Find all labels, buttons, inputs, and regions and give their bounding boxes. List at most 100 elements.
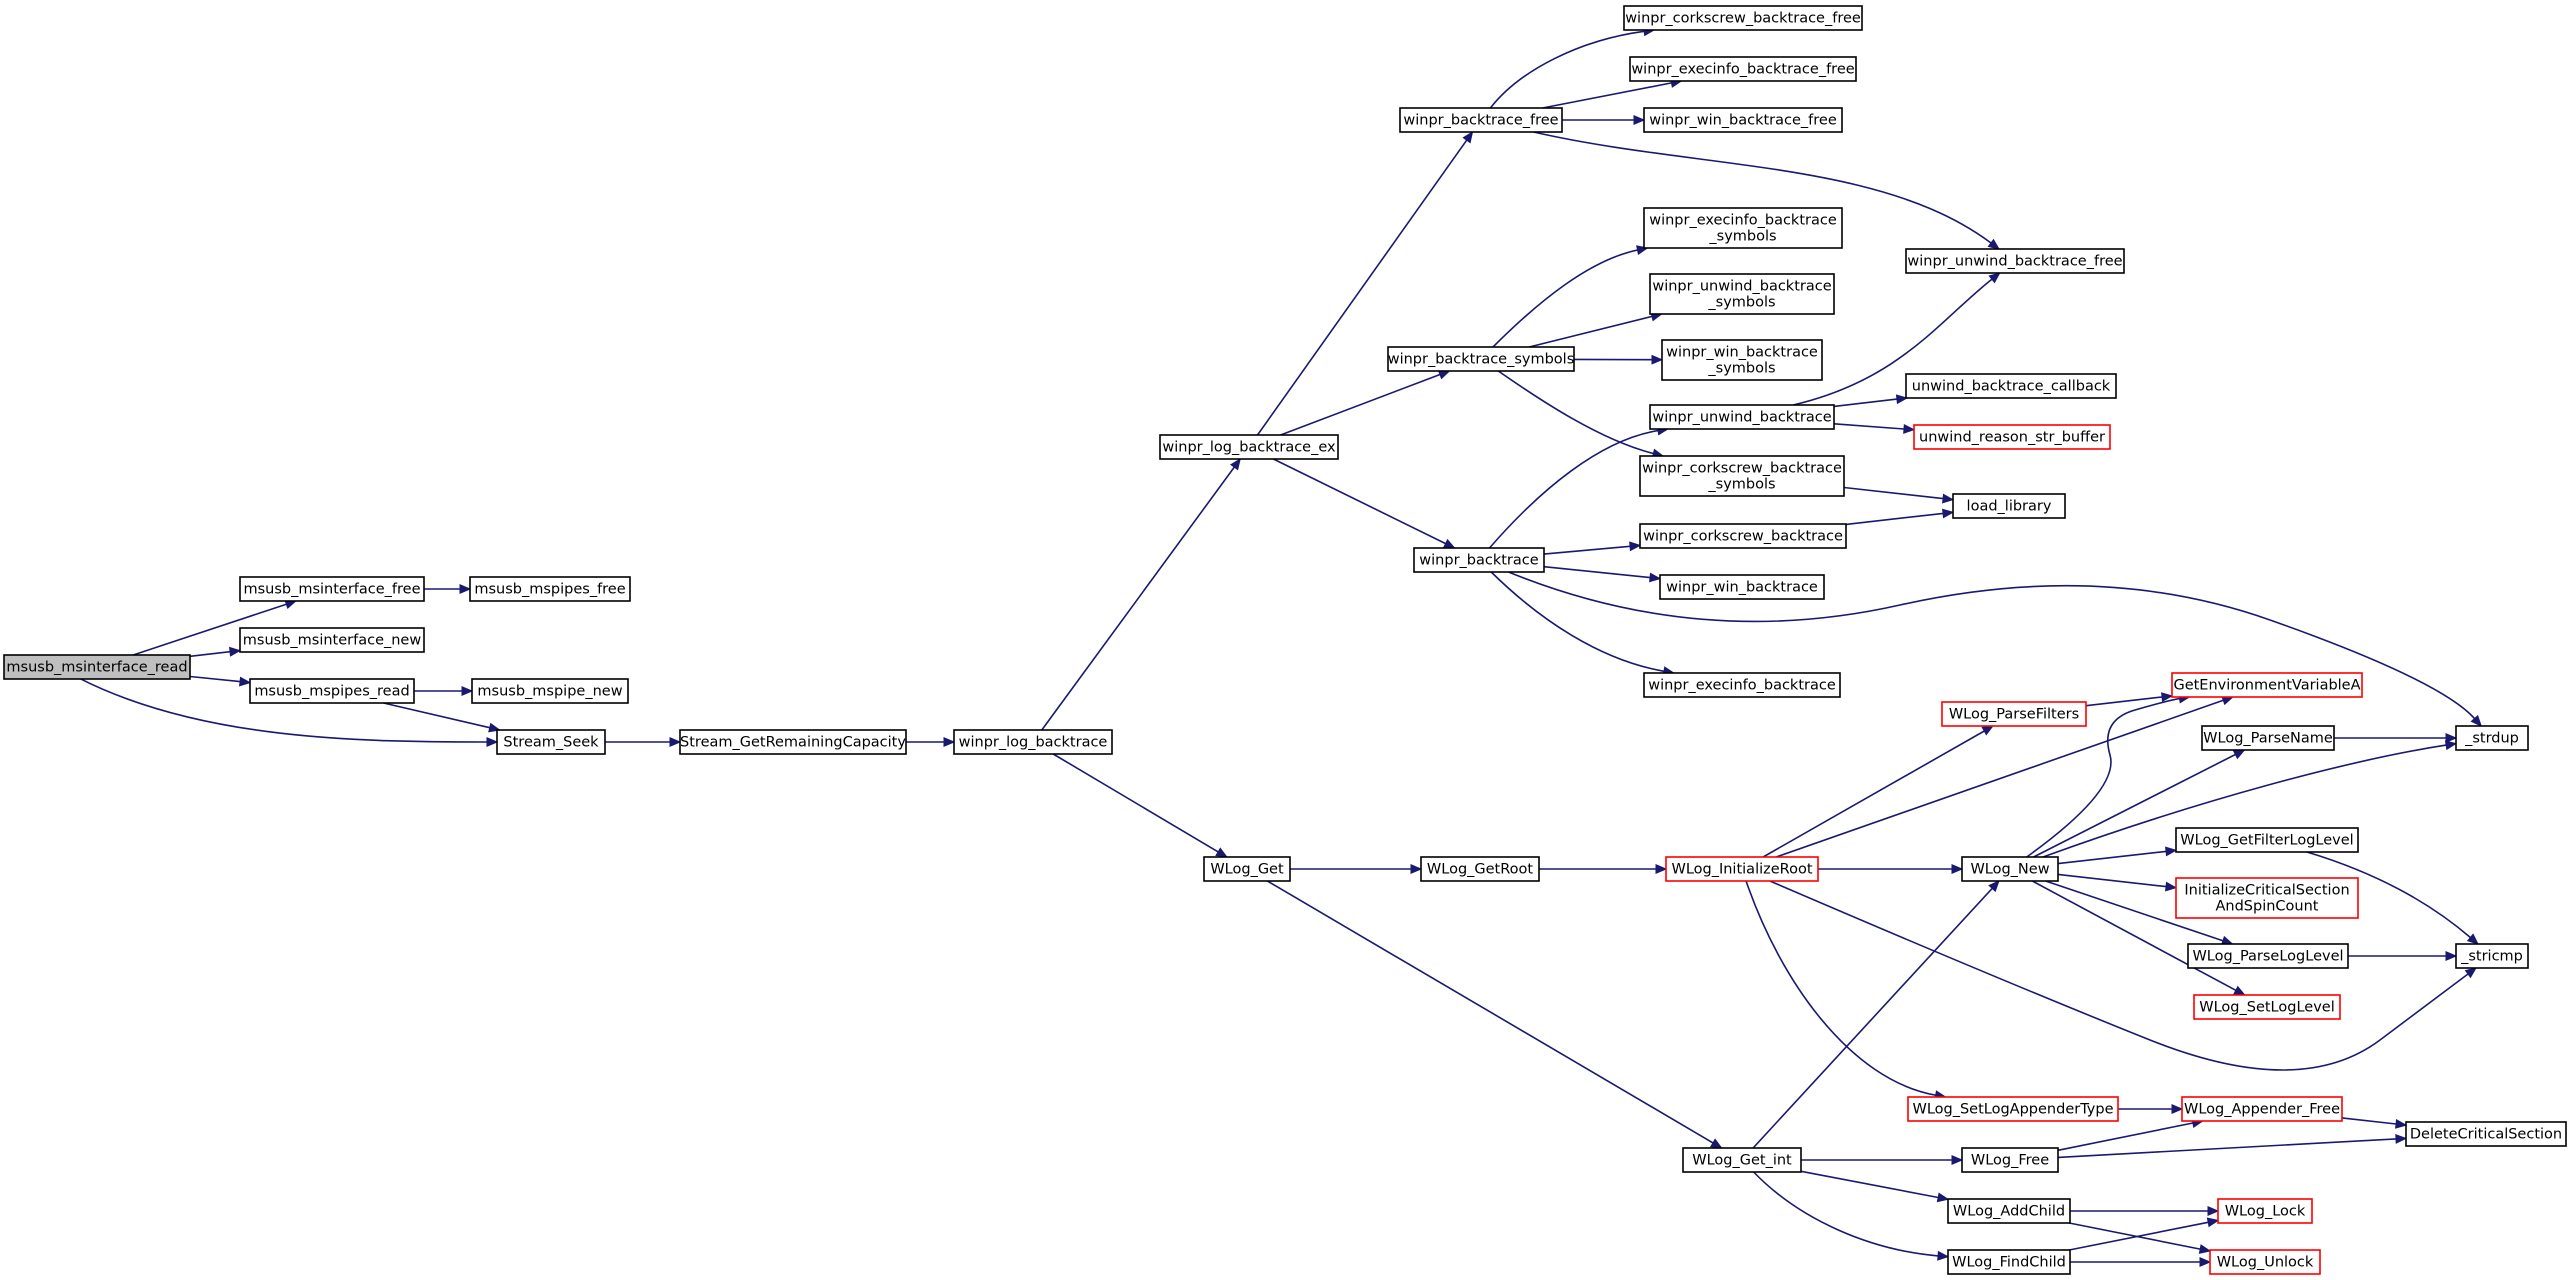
node-wlog-initializeroot[interactable]: WLog_InitializeRoot — [1665, 856, 1819, 882]
edge-wlog-get-int-to-wlog-addchild — [1800, 1170, 1950, 1203]
node-winpr-log-backtrace[interactable]: winpr_log_backtrace — [953, 729, 1113, 755]
node-msusb-mspipe-new[interactable]: msusb_mspipe_new — [471, 678, 629, 704]
node-box — [469, 576, 631, 602]
node-box — [1649, 404, 1835, 430]
edge-line — [1529, 315, 1653, 348]
edge-line — [1489, 30, 1645, 109]
node-box — [1947, 1198, 2071, 1224]
arrowhead — [239, 676, 252, 687]
node-msusb-mspipes-read[interactable]: msusb_mspipes_read — [249, 678, 415, 704]
node-strdup[interactable]: _strdup — [2455, 725, 2529, 751]
edge-wlog-parsefilters-to-getenvironmentvariablea — [2085, 692, 2174, 707]
node-label: WLog_New — [1970, 862, 2049, 878]
node-winpr-unwind-backtrace-symbols[interactable]: winpr_unwind_backtrace_symbols — [1649, 273, 1835, 315]
node-label: WLog_GetFilterLogLevel — [2180, 833, 2353, 849]
node-wlog-lock[interactable]: WLog_Lock — [2217, 1198, 2313, 1224]
node-label: winpr_backtrace_free — [1403, 113, 1558, 129]
arrowhead — [2444, 740, 2458, 751]
edge-line — [1752, 887, 1993, 1149]
node-label: winpr_execinfo_backtrace_free — [1631, 62, 1854, 78]
node-wlog-addchild[interactable]: WLog_AddChild — [1947, 1198, 2071, 1224]
node-label: WLog_GetRoot — [1427, 862, 1533, 878]
arrowhead — [2171, 1104, 2184, 1114]
node-label: winpr_log_backtrace — [959, 735, 1108, 751]
edge-line — [1492, 249, 1638, 348]
node-load-library[interactable]: load_library — [1952, 493, 2066, 519]
node-wlog-getfilterloglevel[interactable]: WLog_GetFilterLogLevel — [2175, 827, 2359, 853]
node-wlog-findchild[interactable]: WLog_FindChild — [1947, 1249, 2071, 1275]
node-winpr-execinfo-backtrace-symbols[interactable]: winpr_execinfo_backtrace_symbols — [1643, 207, 1843, 249]
edge-winpr-corkscrew-backtrace-symbols-to-load-library — [1843, 486, 1955, 504]
node-winpr-corkscrew-backtrace-symbols[interactable]: winpr_corkscrew_backtrace_symbols — [1639, 455, 1845, 497]
node-winpr-unwind-backtrace[interactable]: winpr_unwind_backtrace — [1649, 404, 1835, 430]
node-wlog-new[interactable]: WLog_New — [1961, 856, 2059, 882]
node-wlog-parsename[interactable]: WLog_ParseName — [2201, 725, 2335, 751]
node-unwind-reason-str-buffer[interactable]: unwind_reason_str_buffer — [1913, 424, 2111, 450]
edge-line — [1800, 1170, 1939, 1199]
node-winpr-backtrace-symbols[interactable]: winpr_backtrace_symbols — [1387, 346, 1575, 372]
node-wlog-free[interactable]: WLog_Free — [1961, 1147, 2059, 1173]
node-wlog-parsefilters[interactable]: WLog_ParseFilters — [1941, 701, 2087, 727]
edge-wlog-parsename-to-strdup — [2334, 733, 2458, 743]
arrowhead — [2233, 985, 2246, 996]
node-winpr-win-backtrace[interactable]: winpr_win_backtrace — [1659, 574, 1825, 600]
node-label: _symbols — [1707, 295, 1775, 311]
node-wlog-get-int[interactable]: WLog_Get_int — [1682, 1147, 1802, 1173]
node-stream-getremainingcapacity[interactable]: Stream_GetRemainingCapacity — [679, 729, 907, 755]
edge-line — [1793, 278, 1993, 406]
node-box — [953, 729, 1113, 755]
edge-msusb-msinterface-read-to-stream-seek — [78, 677, 499, 747]
edge-line — [2069, 1221, 2209, 1251]
node-wlog-getroot[interactable]: WLog_GetRoot — [1420, 856, 1540, 882]
node-msusb-msinterface-new[interactable]: msusb_msinterface_new — [239, 627, 425, 653]
node-wlog-get[interactable]: WLog_Get — [1203, 856, 1291, 882]
node-label: WLog_InitializeRoot — [1671, 862, 1812, 878]
node-label: WLog_AddChild — [1953, 1204, 2065, 1220]
node-winpr-unwind-backtrace-free[interactable]: winpr_unwind_backtrace_free — [1905, 248, 2125, 274]
node-label: unwind_backtrace_callback — [1912, 379, 2111, 395]
node-wlog-unlock[interactable]: WLog_Unlock — [2209, 1249, 2321, 1275]
arrowhead — [2445, 951, 2458, 961]
node-label: WLog_ParseFilters — [1949, 707, 2079, 723]
edge-winpr-backtrace-free-to-winpr-execinfo-backtrace-free — [1542, 78, 1683, 109]
node-winpr-corkscrew-backtrace-free[interactable]: winpr_corkscrew_backtrace_free — [1623, 5, 1863, 31]
edge-line — [1543, 545, 1631, 555]
node-msusb-msinterface-free[interactable]: msusb_msinterface_free — [239, 576, 425, 602]
node-label: winpr_backtrace_symbols — [1388, 352, 1575, 368]
node-label: winpr_log_backtrace_ex — [1162, 440, 1336, 456]
node-winpr-win-backtrace-symbols[interactable]: winpr_win_backtrace_symbols — [1661, 339, 1823, 381]
node-winpr-execinfo-backtrace[interactable]: winpr_execinfo_backtrace — [1643, 672, 1841, 698]
node-winpr-execinfo-backtrace-free[interactable]: winpr_execinfo_backtrace_free — [1629, 56, 1857, 82]
node-label: WLog_Lock — [2225, 1204, 2306, 1220]
edge-wlog-appender-free-to-deletecriticalsection — [2341, 1117, 2408, 1129]
node-deletecriticalsection[interactable]: DeleteCriticalSection — [2405, 1121, 2567, 1147]
node-winpr-log-backtrace-ex[interactable]: winpr_log_backtrace_ex — [1159, 434, 1339, 460]
node-winpr-backtrace[interactable]: winpr_backtrace — [1413, 547, 1545, 573]
node-winpr-corkscrew-backtrace[interactable]: winpr_corkscrew_backtrace — [1639, 523, 1847, 549]
node-wlog-appender-free[interactable]: WLog_Appender_Free — [2181, 1096, 2343, 1122]
node-stricmp[interactable]: _stricmp — [2455, 943, 2529, 969]
node-label: Stream_Seek — [503, 735, 599, 751]
node-box — [1907, 1096, 2119, 1122]
node-wlog-setlogappendertype[interactable]: WLog_SetLogAppenderType — [1907, 1096, 2119, 1122]
node-wlog-parseloglevel[interactable]: WLog_ParseLogLevel — [2187, 943, 2349, 969]
edge-winpr-unwind-backtrace-to-unwind-reason-str-buffer — [1833, 423, 1916, 434]
node-getenvironmentvariablea[interactable]: GetEnvironmentVariableA — [2171, 672, 2363, 698]
edge-line — [1753, 1171, 1939, 1257]
edge-line — [2069, 1222, 2201, 1250]
node-winpr-backtrace-free[interactable]: winpr_backtrace_free — [1399, 107, 1563, 133]
node-box — [1649, 273, 1835, 315]
node-label: Stream_GetRemainingCapacity — [680, 735, 906, 751]
node-msusb-mspipes-free[interactable]: msusb_mspipes_free — [469, 576, 631, 602]
node-unwind-backtrace-callback[interactable]: unwind_backtrace_callback — [1905, 373, 2117, 399]
edge-wlog-free-to-wlog-appender-free — [2057, 1118, 2204, 1152]
node-winpr-win-backtrace-free[interactable]: winpr_win_backtrace_free — [1643, 107, 1843, 133]
node-box — [1905, 373, 2117, 399]
node-stream-seek[interactable]: Stream_Seek — [496, 729, 606, 755]
node-box — [2455, 943, 2529, 969]
call-edges — [78, 26, 2483, 1267]
edge-wlog-findchild-to-wlog-unlock — [2070, 1257, 2212, 1267]
node-wlog-setloglevel[interactable]: WLog_SetLogLevel — [2193, 994, 2341, 1020]
node-box — [2193, 994, 2341, 1020]
